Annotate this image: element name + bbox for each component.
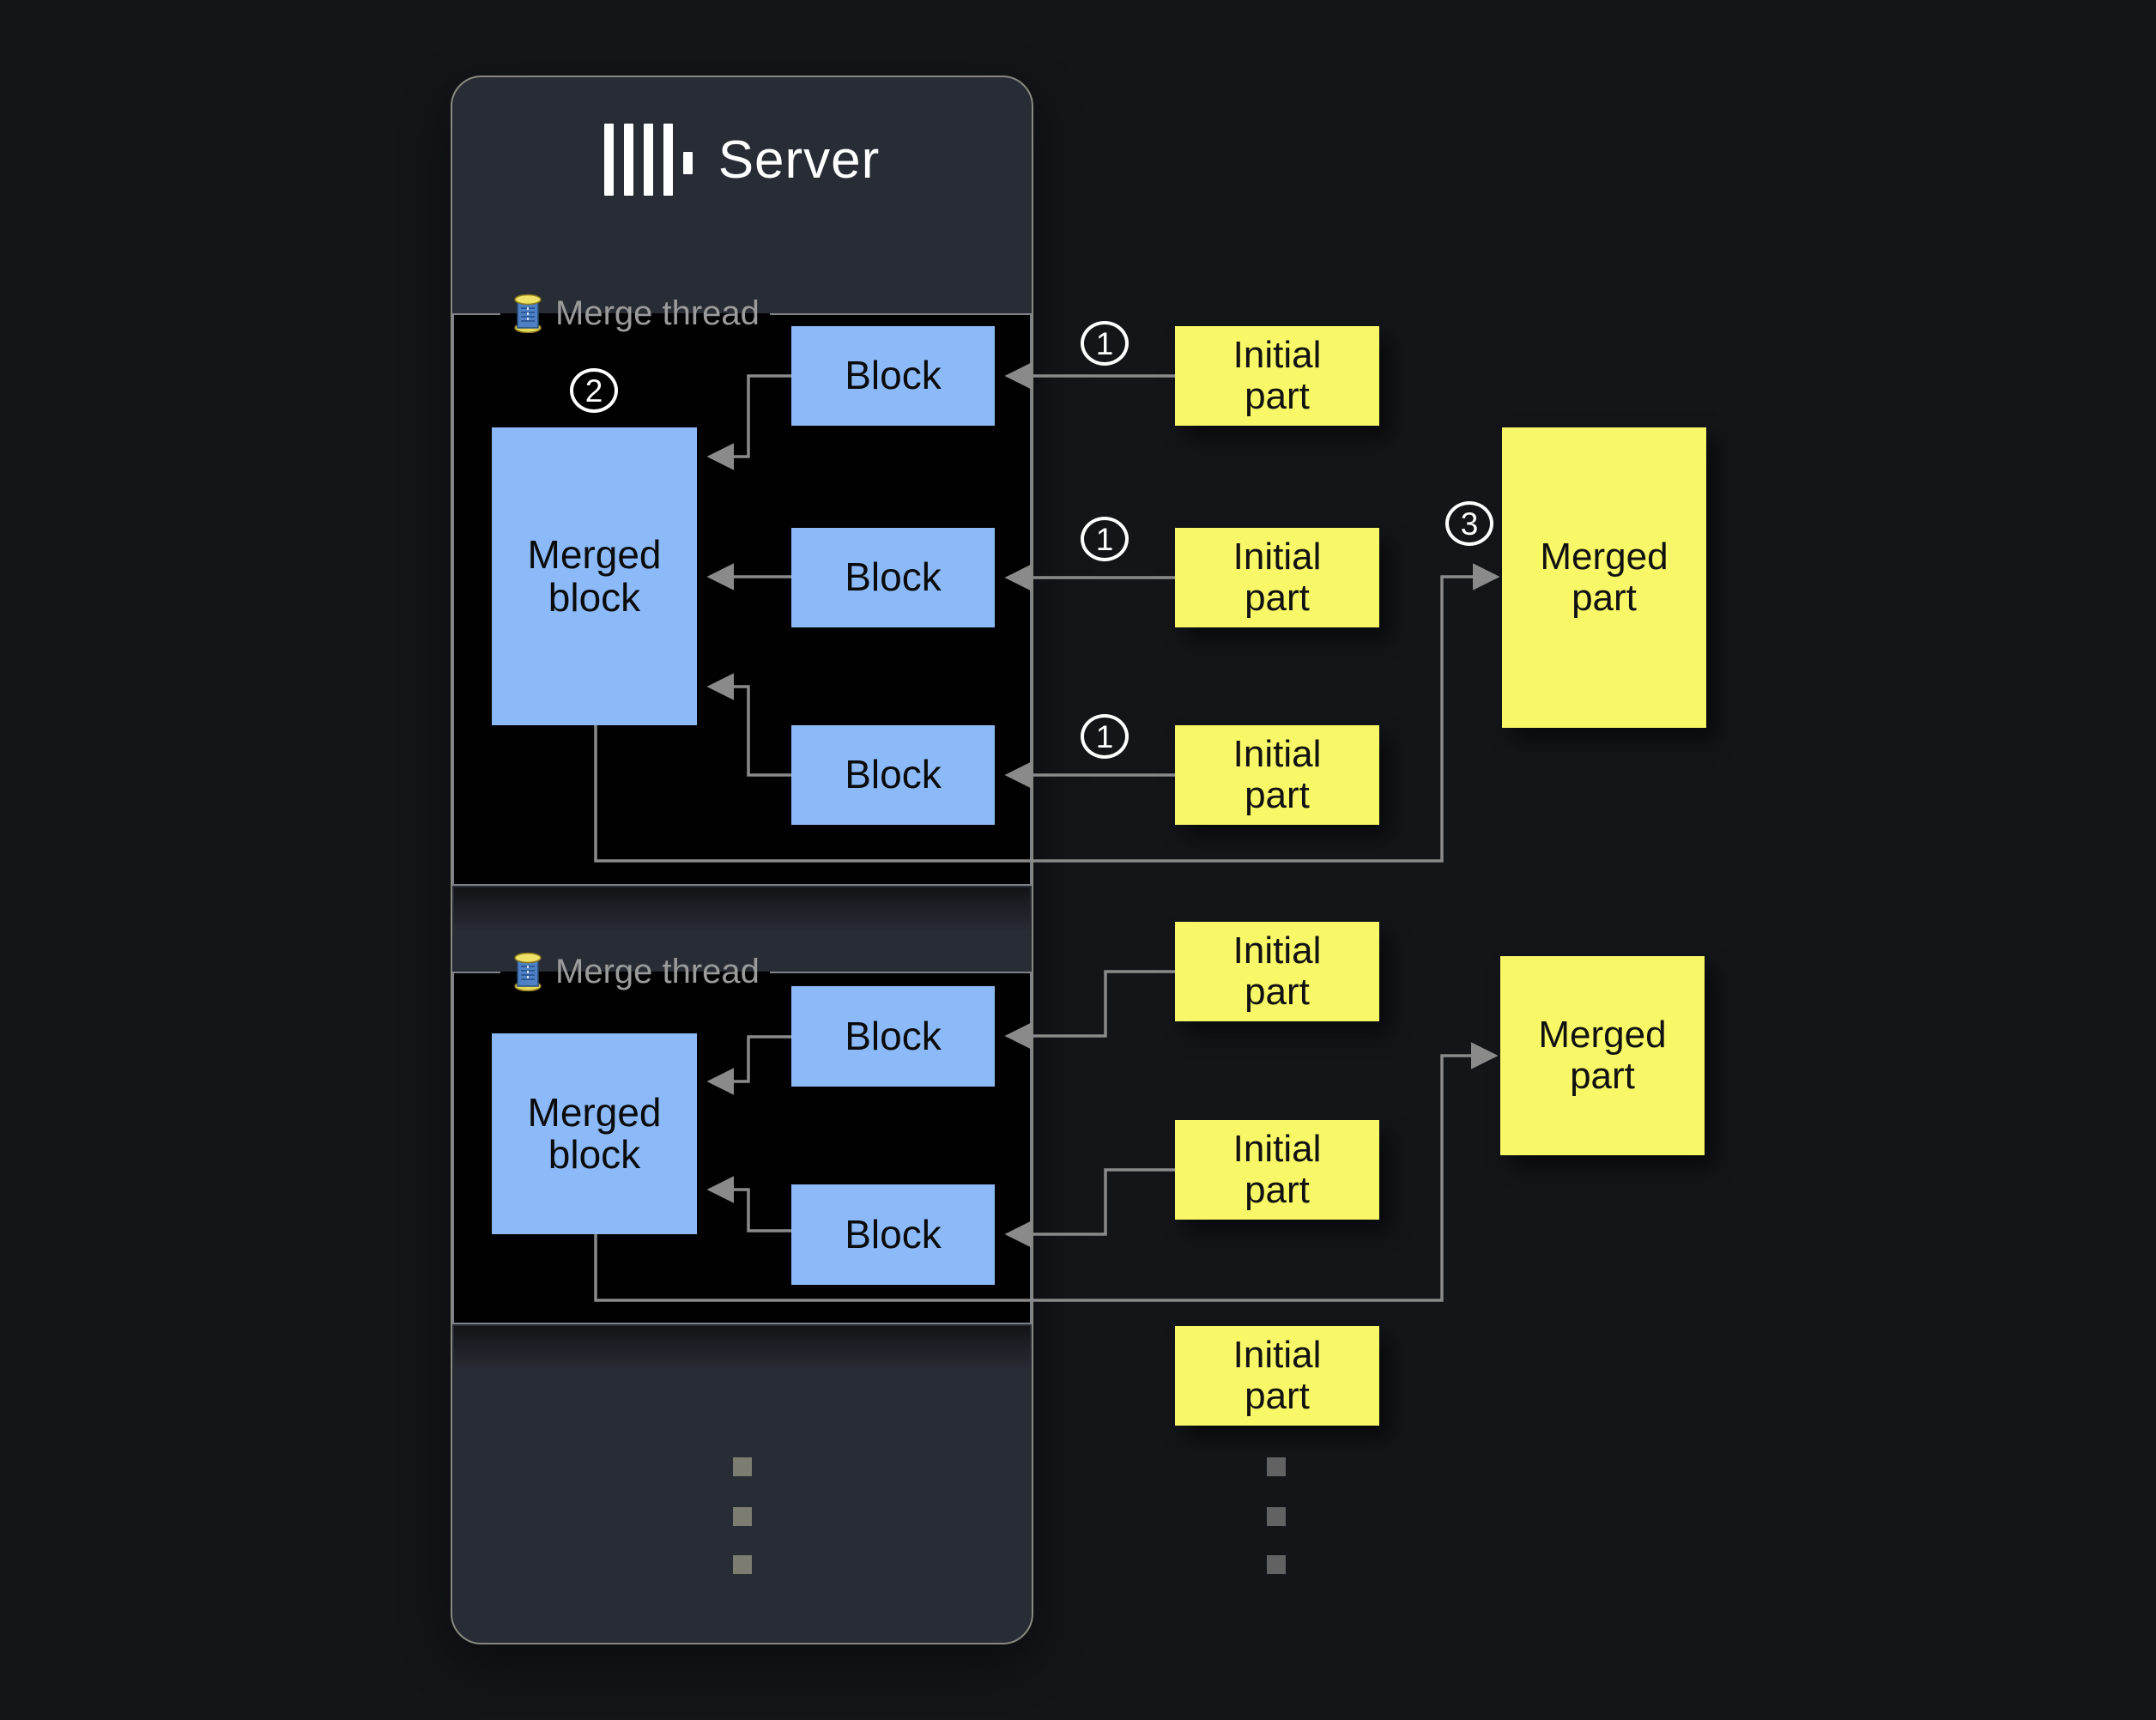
- initial-part-3: Initial part: [1175, 725, 1379, 825]
- ellipsis-dot: [733, 1555, 752, 1574]
- ellipsis-dot: [733, 1507, 752, 1526]
- initial-part-1: Initial part: [1175, 326, 1379, 426]
- box-shadow-gradient: [454, 1326, 1030, 1371]
- ellipsis-dot: [1267, 1555, 1286, 1574]
- logo-bar-short: [682, 152, 693, 174]
- initial-part-4: Initial part: [1175, 922, 1379, 1021]
- step-badge-2: 2: [570, 368, 618, 413]
- logo-bar: [603, 124, 614, 196]
- merged-block-label: Merged block: [527, 1089, 662, 1177]
- initial-part-label: Initial part: [1232, 929, 1322, 1013]
- step-number: 1: [1095, 325, 1114, 361]
- initial-part-5: Initial part: [1175, 1120, 1379, 1220]
- block-label: Block: [845, 752, 942, 797]
- step-number: 2: [584, 372, 603, 409]
- block-5: Block: [791, 1184, 995, 1285]
- merged-block-label: Merged block: [527, 532, 662, 620]
- block-label: Block: [845, 1013, 942, 1058]
- step-badge-1c: 1: [1081, 714, 1129, 759]
- step-badge-1b: 1: [1081, 517, 1129, 561]
- step-badge-1a: 1: [1081, 321, 1129, 366]
- block-label: Block: [845, 1211, 942, 1257]
- logo-bar: [663, 124, 673, 196]
- merge-thread-text: Merge thread: [555, 952, 760, 990]
- block-2: Block: [791, 528, 995, 627]
- block-1: Block: [791, 326, 995, 426]
- block-4: Block: [791, 986, 995, 1087]
- initial-part-2: Initial part: [1175, 528, 1379, 627]
- initial-part-label: Initial part: [1232, 333, 1322, 417]
- ellipsis-dot: [1267, 1507, 1286, 1526]
- merged-block-2: Merged block: [492, 1033, 697, 1234]
- ellipsis-dot: [1267, 1457, 1286, 1476]
- merge-thread-label-2: Merge thread: [500, 952, 770, 991]
- clickhouse-logo-icon: [603, 124, 693, 196]
- merged-part-2: Merged part: [1500, 956, 1705, 1155]
- merged-part-1: Merged part: [1502, 427, 1706, 728]
- merged-block-1: Merged block: [492, 427, 697, 725]
- initial-part-label: Initial part: [1232, 1333, 1322, 1417]
- merged-part-label: Merged part: [1540, 535, 1668, 619]
- block-label: Block: [845, 353, 942, 398]
- server-title: Server: [718, 130, 881, 190]
- step-number: 1: [1095, 521, 1114, 557]
- initial-part-label: Initial part: [1232, 732, 1322, 816]
- block-label: Block: [845, 554, 942, 600]
- initial-part-label: Initial part: [1232, 535, 1322, 619]
- merge-thread-text: Merge thread: [555, 294, 760, 332]
- step-badge-3: 3: [1445, 501, 1493, 546]
- merge-thread-label-1: Merge thread: [500, 294, 770, 333]
- merged-part-label: Merged part: [1538, 1013, 1667, 1097]
- initial-part-label: Initial part: [1232, 1127, 1322, 1211]
- logo-bar: [643, 124, 653, 196]
- box-shadow-gradient: [454, 887, 1030, 932]
- initial-part-6: Initial part: [1175, 1326, 1379, 1426]
- block-3: Block: [791, 725, 995, 825]
- step-number: 3: [1460, 506, 1479, 542]
- server-header: Server: [451, 118, 1033, 201]
- logo-bar: [623, 124, 633, 196]
- thread-spool-icon: [514, 952, 542, 991]
- step-number: 1: [1095, 718, 1114, 754]
- thread-spool-icon: [514, 294, 542, 333]
- ellipsis-dot: [733, 1457, 752, 1476]
